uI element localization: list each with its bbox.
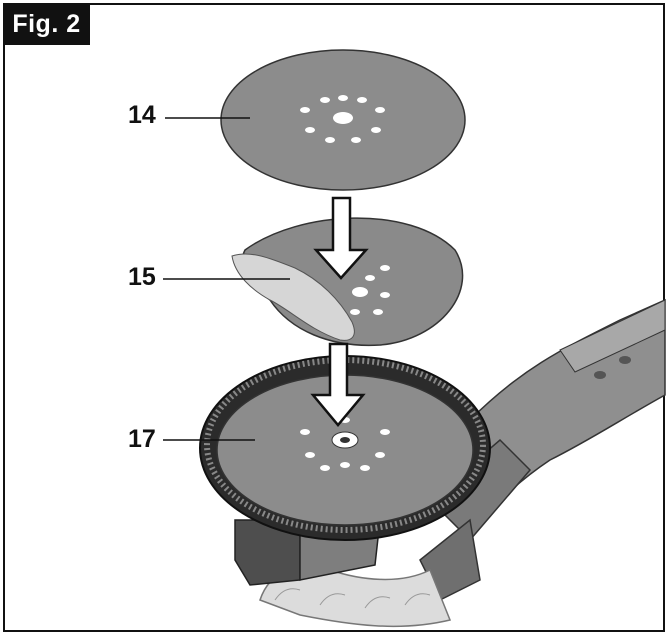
sanding-plate-17: [199, 355, 491, 541]
down-arrow-icon: [313, 196, 369, 280]
callout-17: 17: [128, 425, 156, 453]
sander-arm: [419, 298, 666, 602]
callout-14: 14: [128, 101, 156, 129]
sanding-sheet-14: [220, 49, 466, 191]
callout-15: 15: [128, 263, 156, 291]
down-arrow-icon: [310, 342, 366, 427]
hook-loop-pad-15: [231, 217, 464, 347]
figure-label: Fig. 2: [3, 3, 90, 45]
